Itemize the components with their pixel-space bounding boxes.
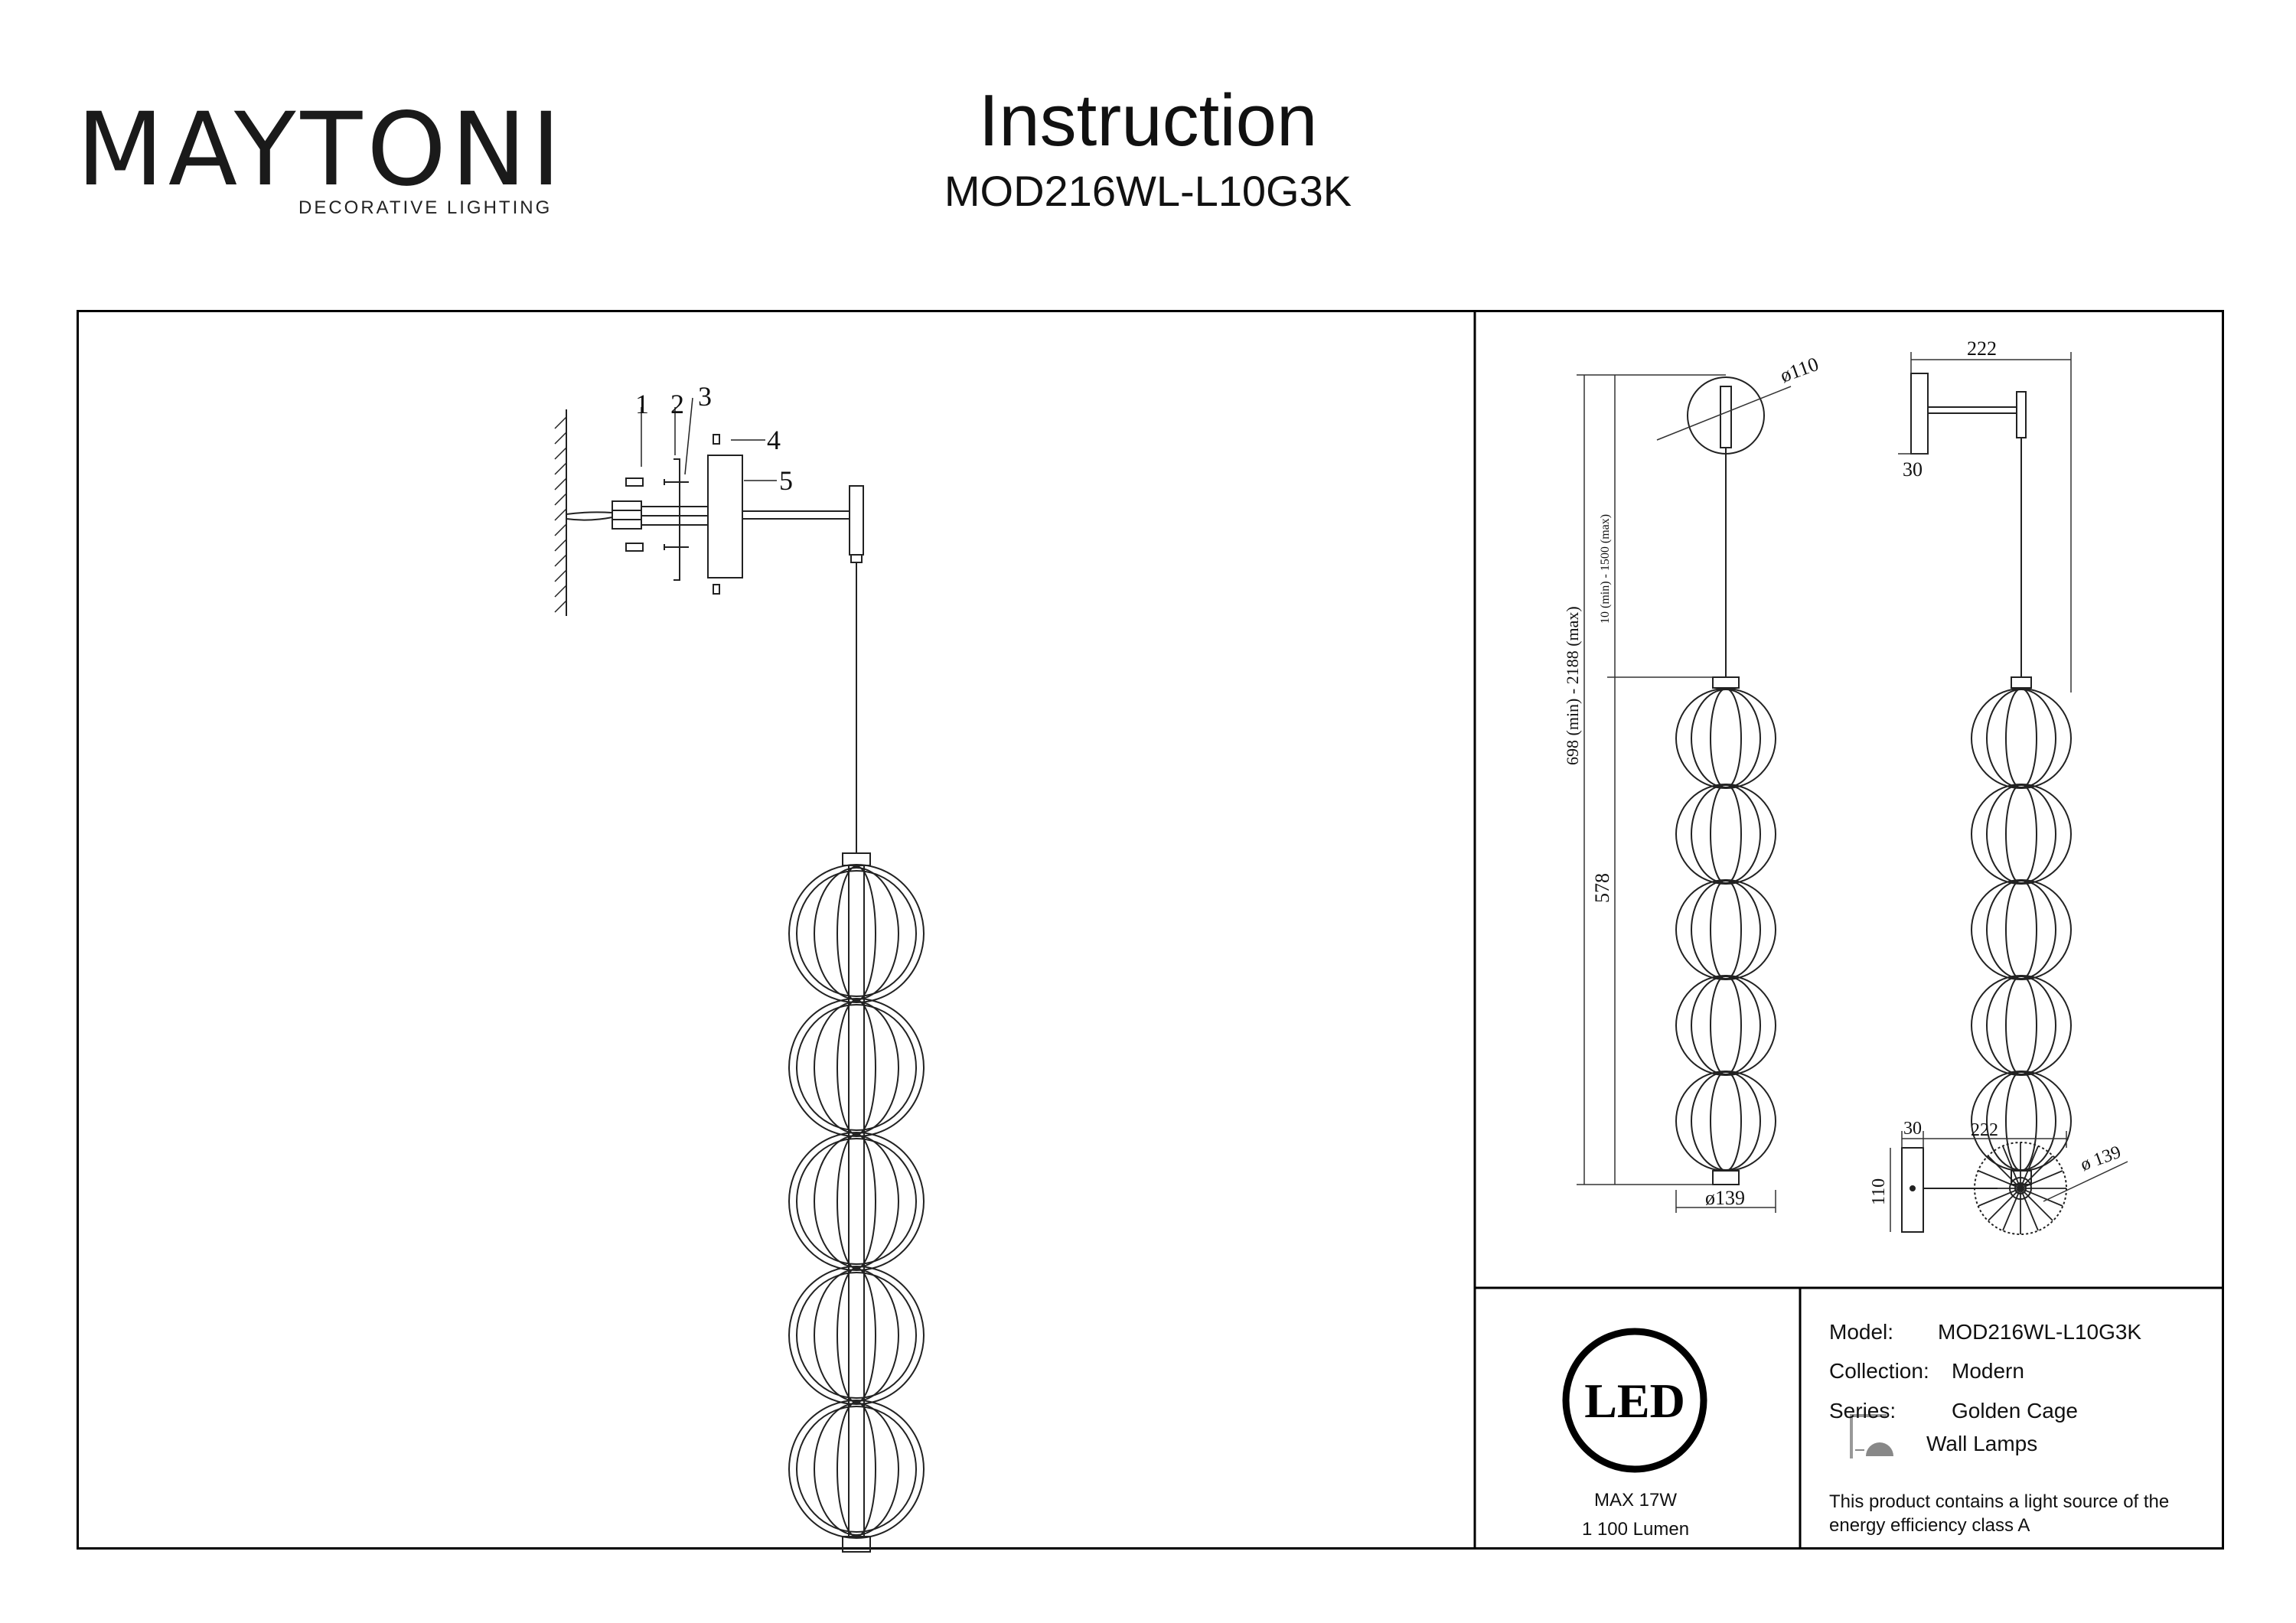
- model-value: MOD216WL-L10G3K: [1938, 1320, 2142, 1344]
- side-view: [1910, 373, 2072, 1185]
- dim-canopy-diameter: ø110: [1777, 353, 1821, 387]
- model-label: Model:: [1829, 1320, 1894, 1344]
- collection-value: Modern: [1952, 1359, 2024, 1383]
- dim-top-canopy: 110: [1869, 1178, 1889, 1205]
- dim-canopy-depth: 30: [1903, 458, 1923, 481]
- brand-name: MAYTONI: [77, 91, 566, 209]
- energy-note-2: energy efficiency class A: [1829, 1515, 2030, 1536]
- led-power: MAX 17W: [1593, 1490, 1678, 1511]
- dim-top-diameter: ø 139: [2078, 1142, 2124, 1175]
- dim-arm-length: 222: [1967, 337, 1997, 360]
- side-dimensions: [1898, 352, 2072, 693]
- page-title: Instruction: [978, 80, 1318, 161]
- brand-tagline: DECORATIVE LIGHTING: [298, 197, 553, 218]
- assembly-drawing: [554, 397, 925, 1553]
- pendant-body-left: [788, 864, 925, 1539]
- part-label-5: 5: [779, 465, 793, 496]
- part-label-2: 2: [670, 389, 684, 419]
- front-dimensions: [1577, 374, 1792, 1213]
- led-badge-text: LED: [1584, 1374, 1685, 1428]
- part-label-1: 1: [635, 389, 649, 419]
- part-label-3: 3: [698, 381, 712, 412]
- energy-note-1: This product contains a light source of …: [1829, 1491, 2170, 1512]
- series-value: Golden Cage: [1952, 1399, 2079, 1423]
- wall-lamp-icon: [1850, 1414, 1893, 1458]
- led-badge: LED: [1562, 1328, 1707, 1473]
- top-dimensions: [1890, 1131, 2128, 1232]
- led-flux: 1 100 Lumen: [1581, 1519, 1690, 1540]
- dim-body-height: 578: [1591, 873, 1613, 903]
- series-label: Series:: [1829, 1399, 1896, 1423]
- dim-top-arm: 222: [1971, 1120, 1998, 1140]
- part-label-4: 4: [767, 425, 781, 455]
- dim-top-depth: 30: [1903, 1119, 1922, 1139]
- brand-logo: MAYTONI DECORATIVE LIGHTING: [77, 99, 561, 222]
- top-view: [1901, 1142, 2067, 1235]
- page-model: MOD216WL-L10G3K: [944, 167, 1352, 215]
- front-view: [1675, 376, 1776, 1185]
- type-value: Wall Lamps: [1926, 1432, 2038, 1455]
- dim-cable-length: 10 (min) - 1500 (max): [1599, 514, 1612, 624]
- collection-label: Collection:: [1829, 1359, 1929, 1383]
- dim-body-diameter: ø139: [1705, 1187, 1745, 1209]
- drawing-frame: [77, 310, 2224, 1550]
- dim-total-height: 698 (min) - 2188 (max): [1563, 606, 1582, 765]
